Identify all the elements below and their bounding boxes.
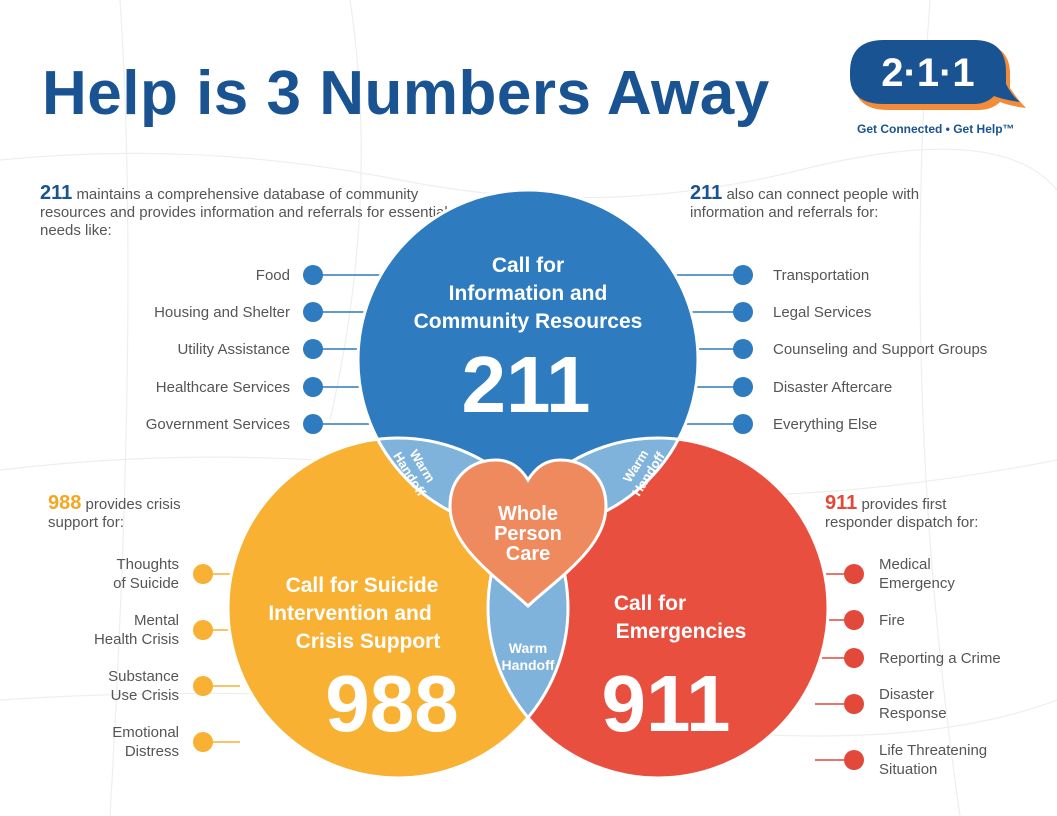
left-211-item-label: Government Services xyxy=(145,415,290,433)
intro-211-right: 211 also can connect people with informa… xyxy=(690,182,980,222)
page-title: Help is 3 Numbers Away xyxy=(42,59,770,128)
left-211-item-label: Food xyxy=(255,266,290,284)
emergency-911-item-label: Medical xyxy=(879,556,931,573)
overlap-bottom-line-1: Warm xyxy=(509,640,547,656)
crisis-988-item-label: Emotional xyxy=(112,724,179,741)
crisis-988-item-label: Health Crisis xyxy=(93,631,179,648)
bullet-dot xyxy=(844,750,864,770)
left-211-item-label: Utility Assistance xyxy=(177,340,290,358)
intro-211-left-number: 211 xyxy=(40,182,73,204)
emergency-911-item: Fire xyxy=(879,611,905,630)
overlap-bottom-line-2: Handoff xyxy=(502,657,555,673)
right-211-item: Counseling and Support Groups xyxy=(773,340,987,359)
emergency-911-item-label: Emergency xyxy=(879,575,955,592)
left-211-item: Housing and Shelter xyxy=(154,303,290,322)
crisis-988-item-label: Substance xyxy=(108,668,179,685)
intro-988-number: 988 xyxy=(48,492,82,514)
center-line-1: Whole xyxy=(498,503,558,525)
emergency-911-item-label: Response xyxy=(879,705,947,722)
bullet-dot xyxy=(733,377,753,397)
emergency-911-item-label: Reporting a Crime xyxy=(879,649,1001,667)
left-211-item-label: Healthcare Services xyxy=(155,378,290,396)
bullet-dot xyxy=(193,732,213,752)
crisis-988-item-label: of Suicide xyxy=(113,575,179,592)
left-211-item: Healthcare Services xyxy=(156,378,290,397)
bullet-dot xyxy=(193,676,213,696)
intro-211-left: 211 maintains a comprehensive database o… xyxy=(40,182,470,240)
circle-211-heading-2: Information and xyxy=(449,282,608,305)
circle-988-heading-1: Call for Suicide xyxy=(286,574,439,597)
emergency-911-item: Reporting a Crime xyxy=(879,649,1001,668)
intro-911: 911 provides first responder dispatch fo… xyxy=(825,492,1015,532)
bullet-dot xyxy=(193,620,213,640)
crisis-988-item-label: Mental xyxy=(133,612,179,629)
intro-911-number: 911 xyxy=(825,492,858,514)
bullet-dot xyxy=(733,414,753,434)
circle-911-heading-1: Call for xyxy=(614,592,686,615)
intro-988-text: provides crisis support for: xyxy=(48,496,181,531)
intro-988: 988 provides crisis support for: xyxy=(48,492,218,532)
crisis-988-item-label: Thoughts xyxy=(116,556,179,573)
logo-number: 2·1·1 xyxy=(881,51,974,95)
right-211-item-label: Everything Else xyxy=(773,415,878,433)
circle-988-number: 988 xyxy=(325,659,458,748)
bullet-dot xyxy=(303,377,323,397)
circle-911-heading-2: Emergencies xyxy=(616,620,747,643)
crisis-988-item: Thoughts of Suicide xyxy=(113,555,179,593)
left-211-item: Utility Assistance xyxy=(177,340,290,359)
bullet-dot xyxy=(844,610,864,630)
center-line-3: Care xyxy=(506,543,550,565)
right-211-item: Transportation xyxy=(773,266,869,285)
left-211-item: Food xyxy=(256,266,290,285)
circle-211-heading-3: Community Resources xyxy=(414,310,643,333)
bullet-dot xyxy=(303,339,323,359)
intro-911-text: provides first responder dispatch for: xyxy=(825,496,979,531)
bullet-dot xyxy=(303,414,323,434)
logo-211: 2·1·1 xyxy=(850,40,1026,110)
intro-211-right-number: 211 xyxy=(690,182,723,204)
emergency-911-item-label: Life Threatening xyxy=(879,742,988,759)
bullet-dot xyxy=(733,339,753,359)
intro-211-left-text: maintains a comprehensive database of co… xyxy=(40,186,448,239)
bullet-dot xyxy=(303,265,323,285)
circle-211-number: 211 xyxy=(461,340,590,429)
bullet-dot xyxy=(733,302,753,322)
bullet-dot xyxy=(844,648,864,668)
right-211-item: Disaster Aftercare xyxy=(773,378,892,397)
bullet-dot xyxy=(193,564,213,584)
bullet-dot xyxy=(844,564,864,584)
right-211-item: Everything Else xyxy=(773,415,877,434)
bullet-dot xyxy=(303,302,323,322)
emergency-911-item-label: Disaster xyxy=(879,686,935,703)
bullet-dot xyxy=(733,265,753,285)
right-211-item-label: Transportation xyxy=(773,266,870,284)
emergency-911-item-label: Situation xyxy=(879,761,938,778)
crisis-988-item-label: Distress xyxy=(124,743,179,760)
logo-tagline: Get Connected • Get Help™ xyxy=(857,122,1015,136)
right-211-item-label: Legal Services xyxy=(773,303,872,321)
intro-211-right-text: also can connect people with information… xyxy=(690,186,920,221)
heart-icon xyxy=(448,458,608,609)
circle-911-number: 911 xyxy=(601,659,730,748)
right-211-item: Legal Services xyxy=(773,303,871,322)
left-211-item-label: Housing and Shelter xyxy=(154,303,290,321)
right-211-item-label: Counseling and Support Groups xyxy=(773,340,988,358)
circle-988-heading-2: Intervention and xyxy=(268,602,431,625)
bullet-dot xyxy=(844,694,864,714)
crisis-988-item-label: Use Crisis xyxy=(110,687,179,704)
emergency-911-item-label: Fire xyxy=(879,611,905,629)
right-211-item-label: Disaster Aftercare xyxy=(773,378,893,396)
center-line-2: Person xyxy=(494,523,562,545)
circle-988-heading-3: Crisis Support xyxy=(296,630,441,653)
circle-211-heading-1: Call for xyxy=(492,254,564,277)
left-211-item: Government Services xyxy=(146,415,290,434)
